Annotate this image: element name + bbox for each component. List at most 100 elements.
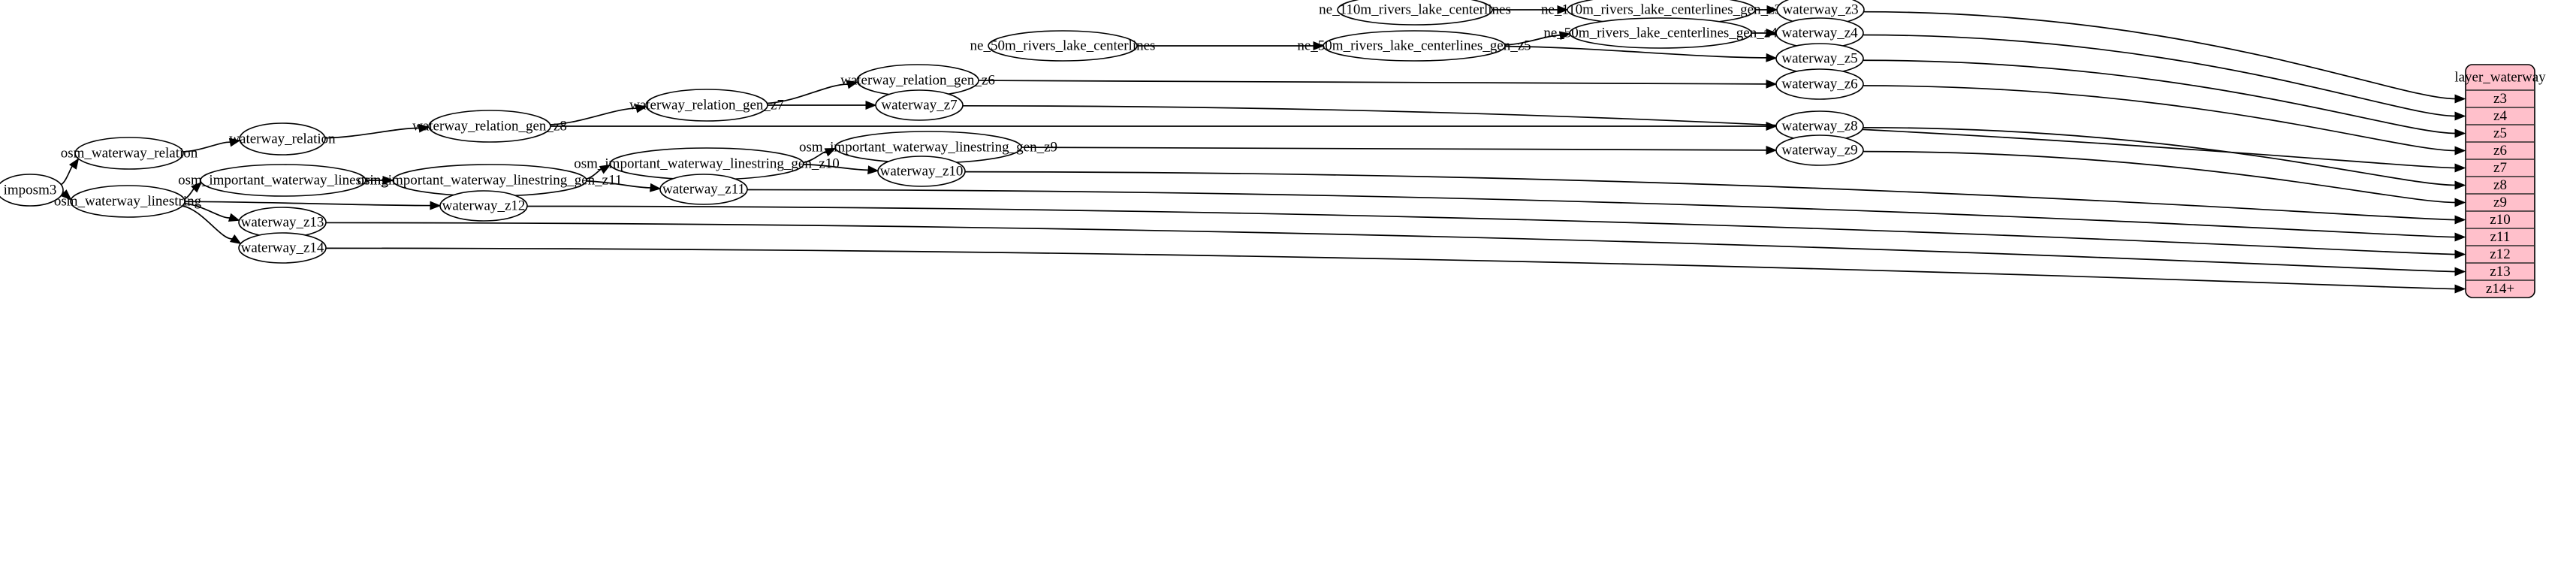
- node-ellipse: [428, 110, 551, 143]
- graph-node-osm-important-waterway-linestring-gen-z10[interactable]: osm_important_waterway_linestring_gen_z1…: [574, 147, 840, 180]
- graph-node-waterway-z11[interactable]: waterway_z11: [659, 174, 748, 205]
- graph-node-waterway-relation-gen-z6[interactable]: waterway_relation_gen_z6: [840, 64, 995, 97]
- graph-node-ne-50m-rivers-lake-centerlines-gen-z5[interactable]: ne_50m_rivers_lake_centerlines_gen_z5: [1297, 30, 1531, 62]
- graph-node-waterway-z12[interactable]: waterway_z12: [439, 190, 528, 222]
- graph-node-osm-important-waterway-linestring-gen-z9[interactable]: osm_important_waterway_linestring_gen_z9: [799, 131, 1057, 164]
- graph-node-waterway-z4[interactable]: waterway_z4: [1775, 17, 1864, 49]
- node-label: ne_110m_rivers_lake_centerlines_gen_z3: [1541, 2, 1781, 17]
- graph-node-waterway-z5[interactable]: waterway_z5: [1775, 43, 1864, 74]
- table-row-z9[interactable]: z9: [2466, 195, 2535, 212]
- graph-node-waterway-z14[interactable]: waterway_z14: [238, 232, 327, 264]
- node-label: waterway_z13: [241, 214, 324, 230]
- table-row-label: z13: [2490, 264, 2510, 279]
- table-header-label: layer_waterway: [2454, 69, 2546, 85]
- node-ellipse: [1337, 0, 1493, 26]
- graph-node-imposm3[interactable]: imposm3: [0, 174, 64, 207]
- node-ellipse: [645, 89, 768, 122]
- graph-node-waterway-relation-gen-z7[interactable]: waterway_relation_gen_z7: [629, 89, 784, 122]
- table-row-z3[interactable]: z3: [2466, 91, 2535, 108]
- node-label: waterway_z4: [1781, 25, 1858, 41]
- table-row-z11[interactable]: z11: [2466, 229, 2535, 246]
- node-label: waterway_z10: [880, 163, 964, 179]
- node-ellipse: [1323, 30, 1506, 62]
- node-label: ne_110m_rivers_lake_centerlines: [1319, 2, 1511, 17]
- node-label: osm_waterway_linestring: [54, 193, 202, 209]
- node-label: waterway_relation_gen_z6: [840, 72, 995, 88]
- graph-node-ne-110m-rivers-lake-centerlines[interactable]: ne_110m_rivers_lake_centerlines: [1319, 0, 1511, 26]
- table-row-z6[interactable]: z6: [2466, 143, 2535, 160]
- node-label: waterway_z6: [1781, 76, 1857, 92]
- node-ellipse: [875, 89, 964, 121]
- node-label: waterway_z3: [1782, 2, 1858, 17]
- table-row-label: z14+: [2486, 281, 2514, 297]
- table-row-z7[interactable]: z7: [2466, 160, 2535, 177]
- graph-node-waterway-z9[interactable]: waterway_z9: [1775, 134, 1864, 166]
- node-label: osm_waterway_relation: [61, 145, 198, 161]
- graph-node-waterway-relation-gen-z8[interactable]: waterway_relation_gen_z8: [412, 110, 567, 143]
- node-ellipse: [1569, 17, 1752, 49]
- table-row-z12[interactable]: z12: [2466, 246, 2535, 264]
- node-label: ne_50m_rivers_lake_centerlines_gen_z5: [1297, 38, 1531, 53]
- node-ellipse: [74, 137, 184, 170]
- graph-node-waterway-relation[interactable]: waterway_relation: [229, 122, 336, 156]
- node-label: ne_50m_rivers_lake_centerlines_gen_z4: [1543, 25, 1778, 41]
- node-label: waterway_z12: [442, 198, 526, 213]
- node-ellipse: [1775, 134, 1864, 166]
- table-row-label: z10: [2490, 212, 2510, 228]
- table-row-label: z11: [2490, 229, 2511, 245]
- table-row-label: z8: [2493, 177, 2507, 193]
- table-row-label: z7: [2493, 160, 2507, 176]
- table-row-label: z12: [2490, 246, 2510, 262]
- node-label: ne_50m_rivers_lake_centerlines: [970, 38, 1156, 53]
- table-row-z5[interactable]: z5: [2466, 125, 2535, 143]
- table-row-z4[interactable]: z4: [2466, 108, 2535, 125]
- node-ellipse: [200, 164, 366, 197]
- node-label: osm_important_waterway_linestring_gen_z9: [799, 139, 1057, 155]
- node-ellipse: [0, 174, 64, 207]
- node-label: osm_important_waterway_linestring_gen_z1…: [574, 156, 840, 171]
- node-label: waterway_z14: [241, 240, 324, 255]
- table-row-z10[interactable]: z10: [2466, 212, 2535, 229]
- graph-node-waterway-z3[interactable]: waterway_z3: [1776, 0, 1865, 26]
- graph-node-waterway-z7[interactable]: waterway_z7: [875, 89, 964, 121]
- graph-node-ne-110m-rivers-lake-centerlines-gen-z3[interactable]: ne_110m_rivers_lake_centerlines_gen_z3: [1541, 0, 1781, 26]
- table-row-label: z5: [2493, 125, 2507, 141]
- node-label: waterway_z8: [1781, 118, 1857, 134]
- graph-node-osm-waterway-relation[interactable]: osm_waterway_relation: [61, 137, 198, 170]
- table-row-z14plus[interactable]: z14+: [2486, 281, 2514, 297]
- node-ellipse: [877, 156, 966, 187]
- node-ellipse: [659, 174, 748, 205]
- table-row-z13[interactable]: z13: [2466, 264, 2535, 281]
- node-label: waterway_z11: [662, 181, 745, 197]
- table-row-z8[interactable]: z8: [2466, 177, 2535, 195]
- node-label: imposm3: [4, 182, 57, 198]
- graph-node-ne-50m-rivers-lake-centerlines[interactable]: ne_50m_rivers_lake_centerlines: [970, 30, 1156, 62]
- nodes-layer: imposm3 osm_waterway_relation osm_waterway…: [0, 0, 1865, 264]
- node-label: waterway_z5: [1781, 50, 1857, 66]
- table-row-label: z6: [2493, 143, 2507, 159]
- node-label: waterway_z9: [1781, 142, 1857, 158]
- graph-node-waterway-z13[interactable]: waterway_z13: [238, 207, 327, 238]
- node-ellipse: [239, 122, 326, 156]
- node-ellipse: [1775, 68, 1864, 100]
- table-row-label: z9: [2493, 195, 2507, 210]
- node-label: osm_important_waterway_linestring_gen_z1…: [357, 172, 623, 188]
- node-ellipse: [439, 190, 528, 222]
- edges-layer: [60, 5, 2466, 294]
- graph-node-waterway-z8[interactable]: waterway_z8: [1775, 110, 1864, 142]
- graph-node-waterway-z10[interactable]: waterway_z10: [877, 156, 966, 187]
- node-ellipse: [238, 232, 327, 264]
- node-label: osm_important_waterway_linestring: [178, 172, 388, 188]
- table-outer-frame: [2465, 64, 2535, 298]
- table-row-label: z3: [2493, 91, 2507, 107]
- node-label: waterway_relation_gen_z7: [629, 97, 784, 113]
- graph-node-ne-50m-rivers-lake-centerlines-gen-z4[interactable]: ne_50m_rivers_lake_centerlines_gen_z4: [1543, 17, 1778, 49]
- graph-node-waterway-z6[interactable]: waterway_z6: [1775, 68, 1864, 100]
- graph-node-osm-important-waterway-linestring-gen-z11[interactable]: osm_important_waterway_linestring_gen_z1…: [357, 164, 623, 197]
- graph-node-osm-waterway-linestring[interactable]: osm_waterway_linestring: [54, 185, 202, 218]
- node-label: waterway_relation: [229, 131, 336, 147]
- graph-node-osm-important-waterway-linestring[interactable]: osm_important_waterway_linestring: [178, 164, 388, 197]
